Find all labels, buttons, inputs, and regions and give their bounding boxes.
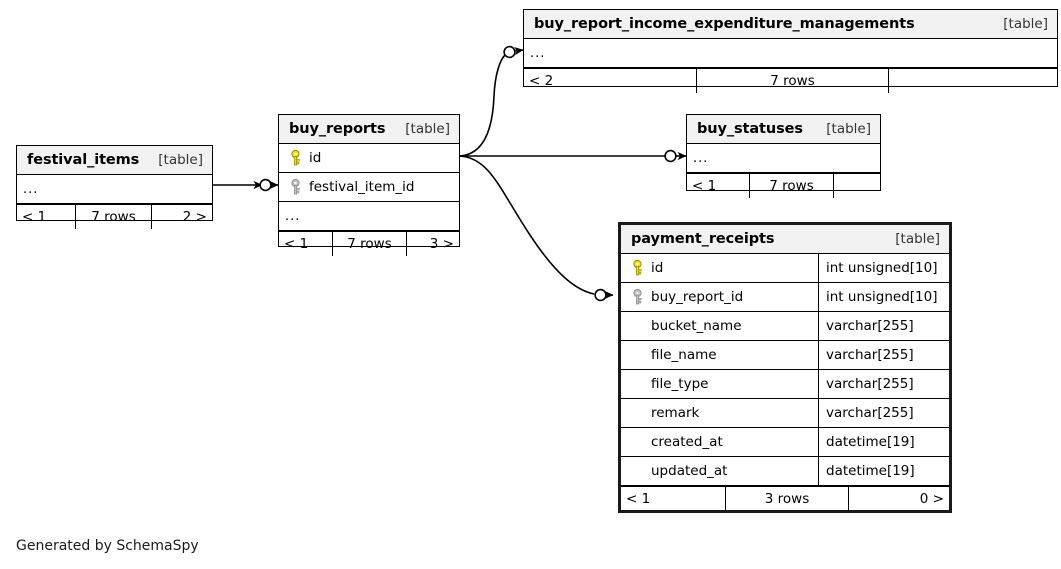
table-row[interactable]: festival_item_id bbox=[279, 173, 459, 202]
footer-parents-count: < 2 bbox=[529, 73, 554, 89]
edge-buy-reports-to-payment-receipts bbox=[459, 155, 614, 302]
table-header: buy_reports [table] bbox=[279, 115, 459, 144]
generated-by-caption: Generated by SchemaSpy bbox=[16, 538, 199, 554]
table-title: payment_receipts bbox=[631, 230, 775, 247]
footer-children-count bbox=[834, 174, 880, 198]
footer-parents-count: < 1 bbox=[284, 236, 309, 252]
table-header: festival_items [table] bbox=[17, 146, 212, 175]
table-row[interactable]: id bbox=[279, 144, 459, 173]
footer-children-count: 2 > bbox=[182, 209, 207, 225]
table-kind-label: [table] bbox=[1003, 15, 1048, 32]
table-buy-statuses[interactable]: buy_statuses [table] ... < 1 7 rows bbox=[686, 114, 881, 198]
table-title: buy_reports bbox=[289, 120, 386, 137]
table-row[interactable]: file_type varchar[255] bbox=[621, 370, 949, 399]
table-header: buy_report_income_expenditure_management… bbox=[524, 10, 1057, 39]
column-name: ... bbox=[285, 208, 301, 224]
column-name: id bbox=[651, 260, 664, 276]
table-row[interactable]: bucket_name varchar[255] bbox=[621, 312, 949, 341]
table-footer: < 2 7 rows bbox=[524, 68, 1057, 93]
column-name: file_name bbox=[651, 347, 717, 363]
table-header: payment_receipts [table] bbox=[621, 225, 949, 254]
column-type: datetime[19] bbox=[818, 457, 949, 485]
primary-key-icon bbox=[631, 260, 644, 276]
table-row[interactable]: ... bbox=[687, 144, 880, 173]
table-row[interactable]: ... bbox=[524, 39, 1057, 68]
column-name: file_type bbox=[651, 376, 709, 392]
table-row[interactable]: buy_report_id int unsigned[10] bbox=[621, 283, 949, 312]
table-header: buy_statuses [table] bbox=[687, 115, 880, 144]
table-row[interactable]: ... bbox=[279, 202, 459, 231]
table-buy-reports[interactable]: buy_reports [table] id bbox=[278, 114, 460, 256]
column-name: buy_report_id bbox=[651, 289, 744, 305]
primary-key-icon bbox=[289, 150, 302, 166]
foreign-key-icon bbox=[631, 289, 644, 305]
table-kind-label: [table] bbox=[826, 120, 871, 137]
table-row[interactable]: ... bbox=[17, 175, 212, 204]
footer-children-count bbox=[889, 69, 1057, 93]
column-name: ... bbox=[23, 181, 39, 197]
column-cell: updated_at bbox=[621, 457, 818, 485]
table-row[interactable]: created_at datetime[19] bbox=[621, 428, 949, 457]
edge-buy-reports-to-buy-statuses bbox=[460, 149, 687, 163]
column-cell: bucket_name bbox=[621, 312, 818, 340]
column-cell: buy_report_id bbox=[621, 283, 818, 311]
foreign-key-icon bbox=[289, 179, 302, 195]
footer-row-count: 7 rows bbox=[75, 205, 152, 229]
column-cell: id bbox=[621, 254, 818, 282]
table-row[interactable]: updated_at datetime[19] bbox=[621, 457, 949, 486]
edge-buy-reports-to-income-expenditure bbox=[459, 45, 524, 157]
table-kind-label: [table] bbox=[895, 230, 940, 247]
column-cell: festival_item_id bbox=[279, 173, 459, 201]
footer-row-count: 7 rows bbox=[696, 69, 889, 93]
column-cell: created_at bbox=[621, 428, 818, 456]
table-payment-receipts[interactable]: payment_receipts [table] id int unsigned… bbox=[618, 222, 952, 513]
footer-parents-count: < 1 bbox=[626, 491, 651, 507]
column-name: bucket_name bbox=[651, 318, 742, 334]
footer-row-count: 3 rows bbox=[725, 487, 849, 511]
column-cell: id bbox=[279, 144, 459, 172]
column-name: id bbox=[309, 150, 322, 166]
column-name: festival_item_id bbox=[309, 179, 415, 195]
column-cell: file_name bbox=[621, 341, 818, 369]
footer-children-count: 0 > bbox=[919, 491, 944, 507]
column-type: varchar[255] bbox=[818, 341, 949, 369]
table-footer: < 1 7 rows 3 > bbox=[279, 231, 459, 256]
column-name: created_at bbox=[651, 434, 723, 450]
table-title: festival_items bbox=[27, 151, 140, 168]
column-name: remark bbox=[651, 405, 700, 421]
column-name: ... bbox=[693, 150, 709, 166]
column-type: int unsigned[10] bbox=[818, 283, 949, 311]
column-type: varchar[255] bbox=[818, 312, 949, 340]
table-title: buy_statuses bbox=[697, 120, 803, 137]
footer-row-count: 7 rows bbox=[749, 174, 834, 198]
table-festival-items[interactable]: festival_items [table] ... < 1 7 rows 2 … bbox=[16, 145, 213, 229]
table-row[interactable]: id int unsigned[10] bbox=[621, 254, 949, 283]
column-type: datetime[19] bbox=[818, 428, 949, 456]
column-type: varchar[255] bbox=[818, 399, 949, 427]
table-title: buy_report_income_expenditure_management… bbox=[534, 15, 915, 32]
table-row[interactable]: remark varchar[255] bbox=[621, 399, 949, 428]
column-cell: file_type bbox=[621, 370, 818, 398]
footer-row-count: 7 rows bbox=[332, 232, 407, 256]
footer-parents-count: < 1 bbox=[22, 209, 47, 225]
footer-children-count: 3 > bbox=[429, 236, 454, 252]
column-cell: remark bbox=[621, 399, 818, 427]
table-kind-label: [table] bbox=[158, 151, 203, 168]
column-name: updated_at bbox=[651, 463, 728, 479]
table-footer: < 1 7 rows 2 > bbox=[17, 204, 212, 229]
column-type: varchar[255] bbox=[818, 370, 949, 398]
table-footer: < 1 3 rows 0 > bbox=[621, 486, 949, 511]
column-type: int unsigned[10] bbox=[818, 254, 949, 282]
table-row[interactable]: file_name varchar[255] bbox=[621, 341, 949, 370]
footer-parents-count: < 1 bbox=[692, 178, 717, 194]
table-kind-label: [table] bbox=[405, 120, 450, 137]
column-name: ... bbox=[530, 45, 546, 61]
table-buy-report-income-expenditure-managements[interactable]: buy_report_income_expenditure_management… bbox=[523, 9, 1058, 93]
table-footer: < 1 7 rows bbox=[687, 173, 880, 198]
edge-festival-items-to-buy-reports bbox=[213, 178, 279, 192]
